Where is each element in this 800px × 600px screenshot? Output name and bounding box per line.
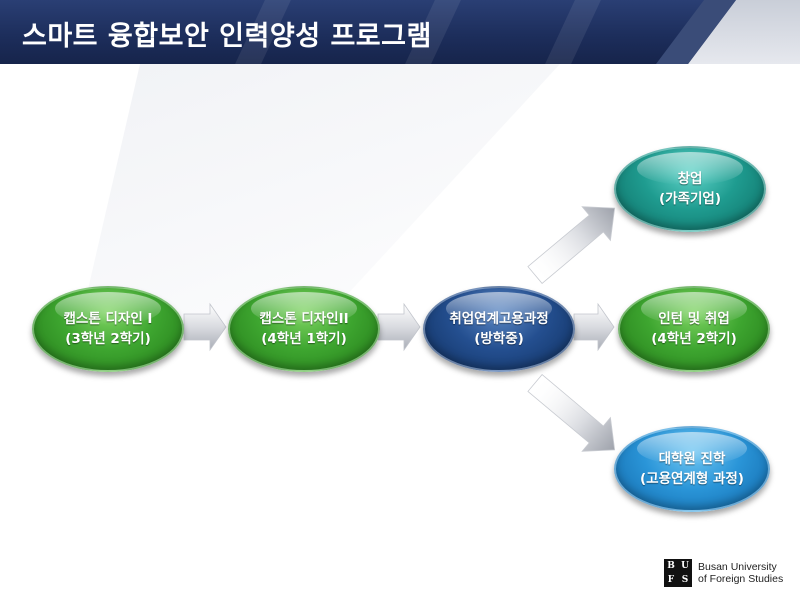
- node-capstone-2: 캡스톤 디자인II (4학년 1학기): [228, 286, 380, 372]
- logo-letter: F: [667, 575, 675, 585]
- node-employment-course-title: 취업연계고용과정: [449, 311, 549, 327]
- node-capstone-1: 캡스톤 디자인 I (3학년 2학기): [32, 286, 184, 372]
- header-bar: 스마트 융합보안 인력양성 프로그램: [0, 0, 800, 64]
- node-employment-course: 취업연계고용과정 (방학중): [423, 286, 575, 372]
- page-title: 스마트 융합보안 인력양성 프로그램: [22, 21, 432, 52]
- node-graduate-title: 대학원 진학: [658, 451, 726, 467]
- node-graduate: 대학원 진학 (고용연계형 과정): [614, 426, 770, 512]
- bufs-logo-mark: B U F S: [664, 559, 692, 587]
- node-graduate-subtitle: (고용연계형 과정): [640, 471, 744, 487]
- arrow-diagonal-down: [527, 374, 616, 452]
- bufs-logo: B U F S Busan University of Foreign Stud…: [664, 556, 786, 590]
- arrow-right-2: [377, 302, 421, 352]
- node-startup-title: 창업: [677, 171, 703, 187]
- bufs-logo-text: Busan University of Foreign Studies: [698, 561, 783, 585]
- logo-letter: S: [681, 575, 689, 585]
- node-startup: 창업 (가족기업): [614, 146, 766, 232]
- logo-line-2: of Foreign Studies: [698, 573, 784, 585]
- node-intern: 인턴 및 취업 (4학년 2학기): [618, 286, 770, 372]
- arrow-right-1: [183, 302, 227, 352]
- node-capstone-2-subtitle: (4학년 1학기): [261, 331, 347, 347]
- node-employment-course-subtitle: (방학중): [474, 331, 524, 347]
- arrow-diagonal-up: [527, 206, 616, 284]
- node-startup-subtitle: (가족기업): [658, 191, 722, 207]
- logo-letter: B: [667, 561, 675, 571]
- arrow-right-3: [573, 302, 615, 352]
- node-intern-subtitle: (4학년 2학기): [651, 331, 737, 347]
- node-capstone-1-subtitle: (3학년 2학기): [65, 331, 151, 347]
- node-capstone-1-title: 캡스톤 디자인 I: [63, 311, 153, 327]
- logo-line-1: Busan University: [698, 561, 777, 573]
- node-intern-title: 인턴 및 취업: [658, 311, 730, 327]
- logo-letter: U: [681, 561, 689, 571]
- node-capstone-2-title: 캡스톤 디자인II: [259, 311, 349, 327]
